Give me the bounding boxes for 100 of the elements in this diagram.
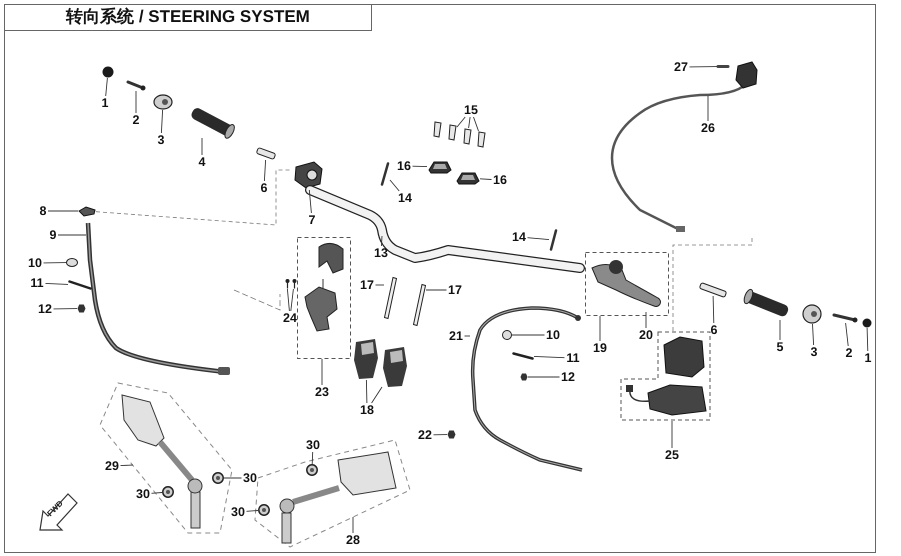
callout-number: 14 <box>510 230 528 244</box>
callout-number: 6 <box>259 181 269 195</box>
nut-drawing <box>258 504 270 516</box>
callout-number: 10 <box>26 256 44 270</box>
callout-number: 8 <box>38 204 48 218</box>
screw-drawing <box>292 279 297 289</box>
callout-number: 18 <box>358 403 376 417</box>
callout-number: 24 <box>282 311 298 325</box>
callout-number: 30 <box>230 505 246 519</box>
leader-line <box>352 516 354 534</box>
bar-end-weight-drawing <box>153 94 173 110</box>
leader-line <box>512 334 545 336</box>
nut-drawing <box>77 304 86 313</box>
clamp-drawing <box>353 338 379 380</box>
leader-line <box>45 282 68 285</box>
nut-drawing <box>212 472 224 484</box>
bar-end-weight-drawing <box>802 304 822 324</box>
screw-drawing <box>285 279 290 289</box>
screw-drawing <box>717 63 729 70</box>
callout-number: 16 <box>396 159 412 173</box>
leader-line <box>473 116 479 132</box>
screw-drawing <box>68 280 92 290</box>
switch-housing-drawing <box>292 160 324 190</box>
sleeve-drawing <box>255 147 277 160</box>
leader-line <box>812 324 814 346</box>
nut-drawing <box>306 464 318 476</box>
leader-line <box>160 110 164 134</box>
nut-drawing <box>162 486 174 498</box>
callout-number: 19 <box>592 341 608 355</box>
leader-line <box>412 166 428 168</box>
callout-number: 7 <box>307 213 317 227</box>
bolt-drawing <box>832 313 858 323</box>
bolt-drawing <box>463 128 472 145</box>
leader-line <box>105 78 108 96</box>
callout-number: 1 <box>863 351 873 365</box>
callout-number: 2 <box>131 113 141 127</box>
leader-line <box>456 116 466 128</box>
callout-number: 22 <box>416 428 434 442</box>
leader-line <box>528 376 560 378</box>
nut-drawing <box>447 430 456 439</box>
part-group-outline <box>585 252 669 316</box>
part-group-outline <box>297 237 351 359</box>
callout-number: 3 <box>156 133 166 147</box>
leader-line <box>290 288 294 312</box>
assembly-line <box>96 170 292 226</box>
leader-line <box>527 237 550 240</box>
callout-number: 15 <box>462 103 480 117</box>
bolt-drawing <box>448 124 457 141</box>
clamp-drawing <box>455 171 480 185</box>
handlebar-drawing <box>305 184 585 274</box>
leader-line <box>43 262 66 264</box>
leader-line <box>689 66 718 68</box>
leader-line <box>246 510 258 512</box>
leader-line <box>48 210 78 212</box>
wiring-harness-drawing <box>86 223 232 378</box>
leader-line <box>286 288 290 312</box>
bolt-drawing <box>384 277 397 319</box>
leader-line <box>53 308 78 310</box>
leader-line <box>58 234 86 236</box>
callout-number: 20 <box>638 328 654 342</box>
callout-number: 11 <box>28 276 46 290</box>
leader-line <box>468 116 471 128</box>
leader-line <box>712 296 714 324</box>
clip-drawing <box>66 258 78 267</box>
leader-line <box>433 434 448 436</box>
callout-number: 25 <box>664 448 680 462</box>
callout-number: 12 <box>560 370 576 384</box>
callout-number: 26 <box>700 121 716 135</box>
leader-line <box>375 284 384 286</box>
callout-number: 9 <box>48 228 58 242</box>
assembly-line <box>672 238 752 332</box>
leader-line <box>120 464 134 466</box>
leader-line <box>866 328 868 352</box>
callout-number: 12 <box>36 302 54 316</box>
callout-number: 27 <box>672 60 690 74</box>
leader-line <box>264 160 266 182</box>
callout-number: 14 <box>396 191 414 205</box>
clamp-drawing <box>382 346 408 388</box>
callout-number: 10 <box>544 328 562 342</box>
end-cap-drawing <box>862 318 872 328</box>
callout-number: 11 <box>564 351 582 365</box>
callout-number: 30 <box>134 487 152 501</box>
connector-drawing <box>78 205 96 217</box>
leader-line <box>312 452 314 464</box>
title-bar: 转向系统 / STEERING SYSTEM <box>4 4 372 31</box>
callout-number: 28 <box>344 533 362 547</box>
callout-number: 29 <box>104 459 120 473</box>
callout-number: 13 <box>372 246 390 260</box>
callout-number: 30 <box>242 471 258 485</box>
callout-number: 17 <box>358 278 376 292</box>
leader-line <box>845 322 849 346</box>
callout-number: 30 <box>304 438 322 452</box>
leader-line <box>366 380 368 404</box>
callout-number: 5 <box>775 340 785 354</box>
callout-number: 1 <box>100 96 110 110</box>
leader-line <box>151 492 162 494</box>
leader-line <box>480 178 492 180</box>
bolt-drawing <box>413 284 426 326</box>
clamp-drawing <box>427 160 452 174</box>
callout-number: 23 <box>314 385 330 399</box>
